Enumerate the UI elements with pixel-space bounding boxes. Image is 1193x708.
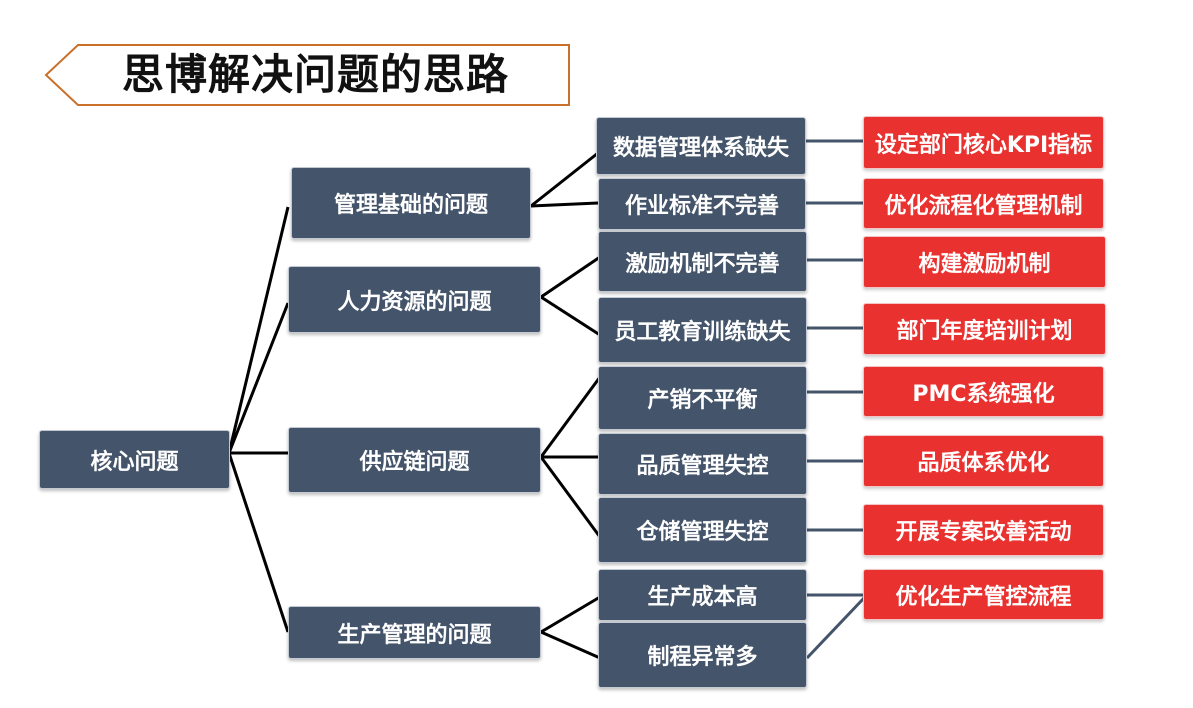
connector-root-cat2: [227, 302, 290, 454]
connector-cat4-issue9: [540, 630, 601, 660]
title-banner-frame: [44, 44, 570, 106]
solution-node-improvement-project: 开展专案改善活动: [863, 504, 1104, 556]
solution-node-training-plan: 部门年度培训计划: [863, 303, 1106, 355]
issue-node-process-anomalies: 制程异常多: [598, 622, 807, 688]
issue-node-work-standards: 作业标准不完善: [598, 178, 806, 230]
solution-node-production-control: 优化生产管控流程: [863, 569, 1104, 620]
solution-node-kpi: 设定部门核心KPI指标: [863, 116, 1104, 169]
issue-node-production-sales-balance: 产销不平衡: [598, 366, 807, 430]
connector-issue9-solution8: [805, 596, 866, 660]
solution-node-pmc: PMC系统强化: [863, 366, 1104, 417]
root-node: 核心问题: [39, 430, 230, 489]
solution-node-incentive-build: 构建激励机制: [863, 236, 1106, 288]
issue-node-warehouse-control: 仓储管理失控: [598, 497, 807, 563]
solution-node-process-optimization: 优化流程化管理机制: [863, 178, 1104, 229]
connector-cat2-issue4: [540, 295, 601, 337]
connector-cat2-issue3: [540, 255, 601, 299]
category-node-human-resources: 人力资源的问题: [288, 266, 541, 333]
connector-cat3-issue7: [539, 456, 602, 538]
connector-cat1-issue1: [530, 151, 599, 208]
connector-root-cat4: [227, 452, 290, 633]
issue-node-quality-control: 品质管理失控: [598, 433, 807, 495]
connector-cat1-issue2: [530, 201, 599, 208]
page-title: 思博解决问题的思路: [122, 50, 510, 99]
connector-root-cat1: [227, 206, 290, 454]
issue-node-data-management: 数据管理体系缺失: [596, 117, 806, 175]
category-node-management-basics: 管理基础的问题: [291, 167, 531, 239]
category-node-supply-chain: 供应链问题: [288, 427, 541, 493]
connector-cat4-issue8: [540, 595, 601, 634]
issue-node-high-production-cost: 生产成本高: [598, 569, 807, 621]
connector-cat3-issue5: [539, 376, 602, 458]
title-banner: 思博解决问题的思路: [44, 44, 570, 106]
category-node-production-management: 生产管理的问题: [288, 606, 541, 659]
issue-node-employee-training: 员工教育训练缺失: [598, 297, 807, 363]
solution-node-quality-system: 品质体系优化: [863, 435, 1104, 487]
issue-node-incentive-mechanism: 激励机制不完善: [598, 231, 807, 292]
